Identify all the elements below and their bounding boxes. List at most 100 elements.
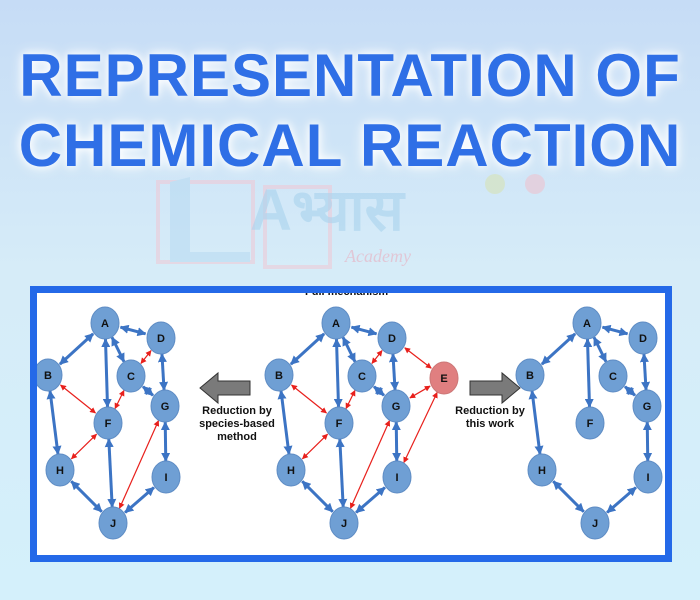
edge-species-based-H-J [70, 480, 103, 513]
left-reduction-arrow-icon [199, 371, 251, 405]
node-full-H [276, 453, 306, 487]
edge-this-work-A-B [540, 332, 577, 366]
node-species-based-A [90, 306, 120, 340]
node-species-based-B [37, 358, 63, 392]
node-label-this-work-F: F [587, 418, 594, 430]
edge-full-C-F [345, 389, 356, 410]
node-this-work-A [572, 306, 602, 340]
node-full-G [381, 389, 411, 423]
edge-species-based-D-G [157, 353, 169, 391]
watermark-book-icon [156, 174, 545, 269]
node-full-A [321, 306, 351, 340]
page-title-line-1: REPRESENTATION OF [19, 42, 681, 109]
node-label-this-work-J: J [592, 518, 598, 530]
node-label-full-H: H [287, 465, 295, 477]
node-species-based-J [98, 506, 128, 540]
edge-species-based-A-C [110, 336, 126, 363]
node-label-full-I: I [395, 472, 398, 484]
node-this-work-I [633, 460, 663, 494]
node-this-work-H [527, 453, 557, 487]
node-species-based-I [151, 460, 181, 494]
node-full-I [382, 460, 412, 494]
edge-species-based-G-J [118, 420, 160, 509]
edge-this-work-A-D [601, 324, 629, 337]
edge-full-D-E [404, 347, 432, 369]
node-label-this-work-G: G [643, 401, 652, 413]
node-label-species-based-I: I [164, 472, 167, 484]
node-full-D [377, 321, 407, 355]
edge-species-based-A-B [58, 332, 95, 366]
edge-species-based-B-F [60, 384, 96, 414]
node-label-full-F: F [336, 418, 343, 430]
edge-full-C-G [373, 385, 385, 397]
edge-full-A-F [332, 338, 343, 408]
node-full-J [329, 506, 359, 540]
edge-species-based-C-G [142, 385, 154, 397]
edge-species-based-I-J [124, 486, 155, 514]
edge-this-work-D-G [639, 353, 651, 391]
node-full-F [324, 406, 354, 440]
node-label-species-based-H: H [56, 465, 64, 477]
node-this-work-B [515, 358, 545, 392]
node-label-species-based-D: D [157, 333, 165, 345]
node-label-species-based-C: C [127, 371, 135, 383]
edge-full-A-C [341, 336, 357, 363]
edge-full-B-F [291, 384, 327, 414]
edge-this-work-B-H [528, 389, 544, 456]
node-label-species-based-G: G [161, 401, 170, 413]
node-label-full-A: A [332, 318, 340, 330]
node-species-based-C [116, 359, 146, 393]
edge-full-G-I [391, 421, 402, 462]
edge-this-work-C-G [624, 385, 636, 397]
edge-this-work-H-J [552, 480, 585, 513]
edge-full-B-H [277, 389, 293, 456]
node-this-work-G [632, 389, 662, 423]
edge-full-H-J [301, 480, 334, 513]
edge-full-G-J [349, 420, 391, 509]
page-title-line-2: CHEMICAL REACTION [18, 112, 682, 179]
edge-species-based-B-H [46, 389, 62, 456]
full-mechanism-title: Full mechanism [305, 286, 389, 298]
edge-full-D-C [371, 350, 383, 364]
left-arrow-label: Reduction by species-based method [199, 405, 275, 443]
node-this-work-F [575, 406, 605, 440]
node-label-this-work-A: A [583, 318, 591, 330]
edge-this-work-A-F [583, 338, 594, 408]
node-label-species-based-J: J [110, 518, 116, 530]
node-label-species-based-F: F [105, 418, 112, 430]
edge-species-based-D-C [140, 350, 152, 364]
node-label-species-based-B: B [44, 370, 52, 382]
right-arrow-label: Reduction by this work [455, 405, 525, 430]
watermark-logo-subtext: Academy [345, 246, 411, 266]
node-label-this-work-I: I [646, 472, 649, 484]
node-label-full-C: C [358, 371, 366, 383]
edge-this-work-A-C [592, 336, 608, 363]
node-label-full-B: B [275, 370, 283, 382]
node-label-full-E: E [440, 373, 447, 385]
node-label-full-J: J [341, 518, 347, 530]
node-label-this-work-H: H [538, 465, 546, 477]
node-species-based-H [45, 453, 75, 487]
node-full-B [264, 358, 294, 392]
node-this-work-C [598, 359, 628, 393]
edge-full-F-J [335, 438, 348, 508]
node-full-E [429, 361, 459, 395]
right-reduction-arrow-icon [469, 371, 521, 405]
edge-species-based-F-J [104, 438, 117, 508]
edge-species-based-F-H [71, 433, 97, 460]
edge-species-based-A-F [101, 338, 112, 408]
node-species-based-F [93, 406, 123, 440]
node-species-based-D [146, 321, 176, 355]
edge-full-E-I [403, 391, 438, 464]
watermark-logo-text: Aभ्यास [250, 178, 404, 243]
node-label-full-G: G [392, 401, 401, 413]
edge-full-A-B [289, 332, 326, 366]
edge-full-A-D [350, 324, 378, 337]
node-species-based-G [150, 389, 180, 423]
node-label-this-work-D: D [639, 333, 647, 345]
node-label-species-based-A: A [101, 318, 109, 330]
edge-this-work-G-I [642, 421, 653, 462]
node-this-work-J [580, 506, 610, 540]
